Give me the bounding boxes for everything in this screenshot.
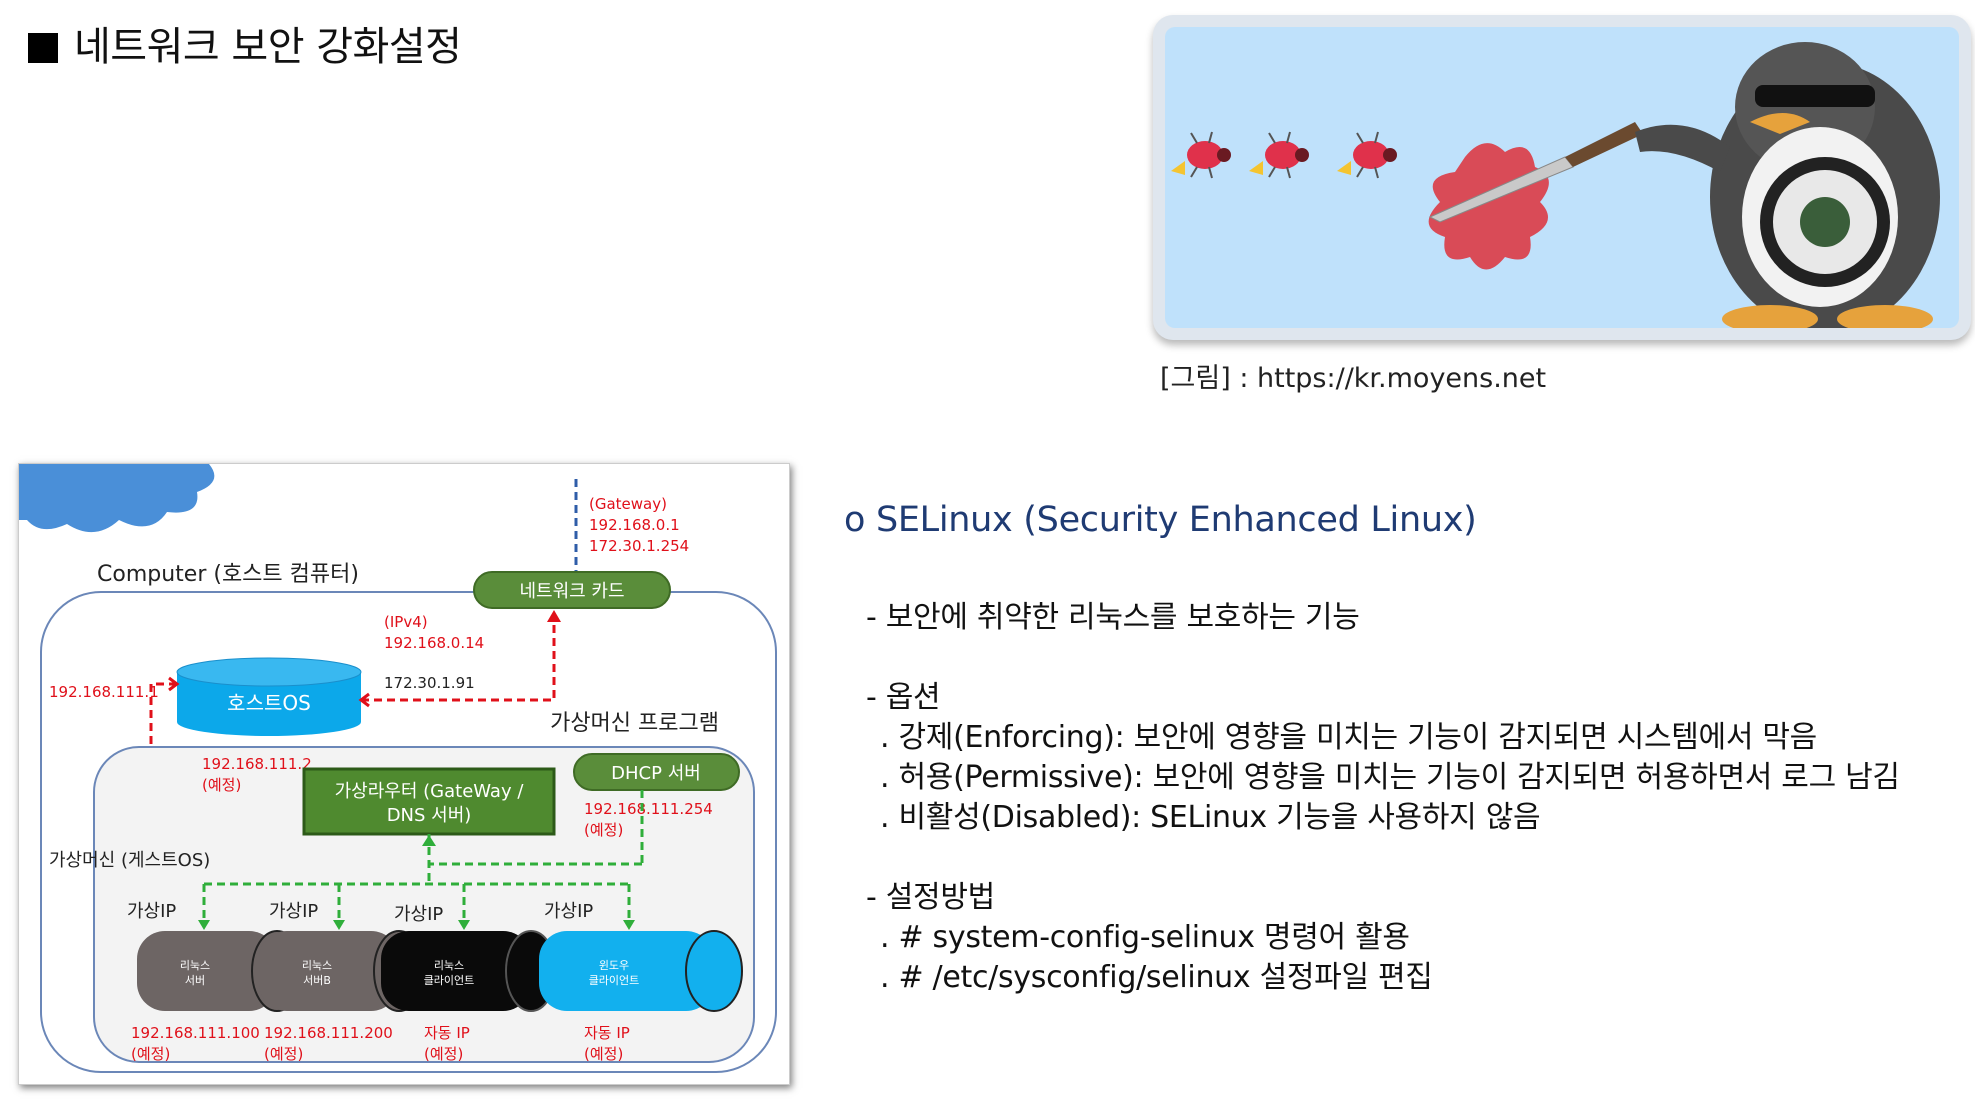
svg-text:(예정): (예정) <box>264 1045 303 1063</box>
linux-server-b-ip: 192.168.111.200 <box>264 1024 393 1042</box>
option-enforcing: . 강제(Enforcing): 보안에 영향을 미치는 기능이 감지되면 시스… <box>880 720 1817 755</box>
option-disabled: . 비활성(Disabled): SELinux 기능을 사용하지 않음 <box>880 800 1541 835</box>
page-title: 네트워크 보안 강화설정 <box>28 14 462 72</box>
cloud-icon <box>19 464 215 533</box>
network-card-label: 네트워크 카드 <box>519 581 624 602</box>
host-ip-2: 172.30.1.91 <box>384 674 475 692</box>
svg-text:리눅스: 리눅스 <box>180 959 210 972</box>
host-ipv4: 192.168.0.14 <box>384 634 484 652</box>
method-header: - 설정방법 <box>866 880 995 915</box>
linux-client-ip: 자동 IP <box>424 1024 470 1042</box>
ipv4-label: (IPv4) <box>384 613 428 631</box>
virtual-ip-label: 가상IP <box>269 901 318 922</box>
vm-program-label: 가상머신 프로그램 <box>550 711 719 736</box>
virtual-ip-label: 가상IP <box>127 901 176 922</box>
svg-text:(예정): (예정) <box>584 1045 623 1063</box>
vm-label: 가상머신 (게스트OS) <box>49 850 210 871</box>
windows-client-ip: 자동 IP <box>584 1024 630 1042</box>
vrouter-label-2: DNS 서버) <box>387 805 472 826</box>
bug-icon <box>1249 131 1309 179</box>
host-os-label: 호스트OS <box>227 691 311 715</box>
image-credit: [그림] : https://kr.moyens.net <box>1160 363 1547 394</box>
svg-text:윈도우: 윈도우 <box>599 958 629 972</box>
svg-text:서버: 서버 <box>185 974 205 987</box>
virtual-ip-label: 가상IP <box>394 904 443 925</box>
option-permissive: . 허용(Permissive): 보안에 영향을 미치는 기능이 감지되면 허… <box>880 760 1900 795</box>
gateway-label: (Gateway) <box>589 495 667 513</box>
dhcp-ip: 192.168.111.254 <box>584 800 713 818</box>
dhcp-label: DHCP 서버 <box>611 763 701 784</box>
svg-text:클라이언트: 클라이언트 <box>589 974 640 987</box>
svg-text:(예정): (예정) <box>424 1045 463 1063</box>
selinux-penguin-illustration <box>1165 27 1959 328</box>
vrouter-ip-note: (예정) <box>202 776 241 794</box>
windows-client-cylinder: 윈도우 클라이언트 <box>539 930 743 1012</box>
svg-text:클라이언트: 클라이언트 <box>424 974 475 987</box>
splat-shape <box>1428 143 1549 270</box>
network-diagram: (Gateway) 192.168.0.1 172.30.1.254 Compu… <box>18 463 790 1085</box>
svg-text:서버B: 서버B <box>303 974 331 987</box>
vrouter-ip: 192.168.111.2 <box>202 755 312 773</box>
svg-text:리눅스: 리눅스 <box>302 959 332 972</box>
selinux-description: - 보안에 취약한 리눅스를 보호하는 기능 <box>866 600 1360 635</box>
gateway-ip-1: 192.168.0.1 <box>589 516 680 534</box>
host-vmnet-ip: 192.168.111.1 <box>49 683 159 701</box>
illustration-frame <box>1153 15 1971 340</box>
penguin-icon <box>1635 42 1940 328</box>
options-header: - 옵션 <box>866 680 941 715</box>
gateway-ip-2: 172.30.1.254 <box>589 537 689 555</box>
method-config-file: . # /etc/sysconfig/selinux 설정파일 편집 <box>880 960 1433 995</box>
bug-icon <box>1337 131 1397 179</box>
method-command: . # system-config-selinux 명령어 활용 <box>880 920 1410 955</box>
virtual-ip-label: 가상IP <box>544 901 593 922</box>
selinux-heading: o SELinux (Security Enhanced Linux) <box>844 500 1477 540</box>
page-title-text: 네트워크 보안 강화설정 <box>74 24 462 70</box>
dhcp-ip-note: (예정) <box>584 821 623 839</box>
square-bullet-icon <box>28 33 58 63</box>
vrouter-label-1: 가상라우터 (GateWay / <box>335 781 525 802</box>
linux-server-ip: 192.168.111.100 <box>131 1024 260 1042</box>
bug-icon <box>1171 131 1231 179</box>
linux-client-cylinder: 리눅스 클라이언트 <box>381 930 557 1012</box>
svg-text:리눅스: 리눅스 <box>434 959 464 972</box>
computer-label: Computer (호스트 컴퓨터) <box>97 562 359 587</box>
svg-text:(예정): (예정) <box>131 1045 170 1063</box>
